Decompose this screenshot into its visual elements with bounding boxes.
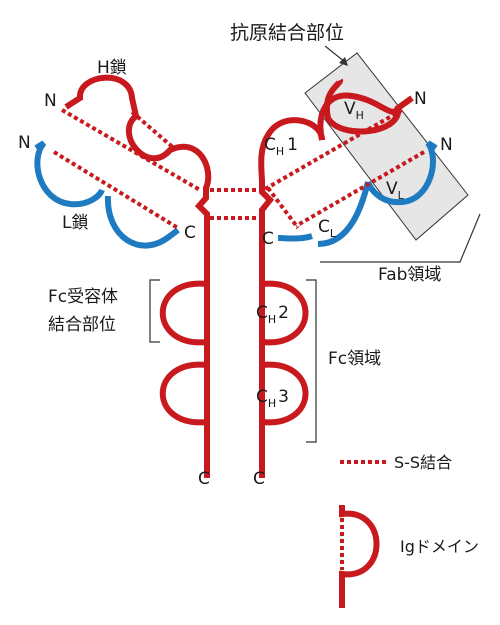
fab-region-bracket	[320, 213, 481, 263]
right-ch2-domain	[261, 280, 309, 346]
right-heavy-chain	[258, 78, 414, 478]
legend-ig-domain-label: Igドメイン	[400, 537, 479, 556]
right-light-chain	[277, 140, 438, 242]
heavy-chains	[64, 74, 414, 478]
vh-domain	[317, 92, 401, 141]
left-ch3-domain	[159, 361, 208, 426]
fc-receptor-label-line1: Fc受容体	[48, 287, 118, 307]
c-terminus-right-light: C	[262, 229, 274, 249]
ss-bond-left-inner	[130, 110, 178, 152]
c-terminus-right-heavy: C	[253, 469, 265, 489]
light-chains	[34, 140, 438, 249]
cl-label: CL	[318, 217, 337, 240]
light-chain-label: L鎖	[62, 213, 88, 233]
ss-bond-right-hl-upper	[258, 108, 404, 194]
left-light-chain	[34, 140, 180, 249]
ss-bond-right-inner	[266, 186, 300, 230]
fc-region-label: Fc領域	[328, 349, 381, 369]
ss-bonds	[52, 108, 426, 418]
n-terminus-left-heavy: N	[44, 91, 57, 111]
ss-bond-left-hl-upper	[60, 108, 202, 192]
c-terminus-left-light: C	[184, 223, 196, 243]
right-ch3-domain	[261, 361, 309, 426]
n-terminus-left-light: N	[18, 133, 31, 153]
cl-domain	[317, 181, 371, 247]
fc-receptor-bracket	[149, 279, 160, 343]
vh-label: VH	[344, 99, 364, 122]
fc-receptor-label-line2: 結合部位	[48, 315, 116, 335]
antigen-binding-arrow-line	[324, 45, 346, 63]
antigen-binding-box-shape	[304, 52, 469, 241]
ss-bond-right-hl-lower	[294, 150, 426, 228]
antigen-binding-site-label: 抗原結合部位	[230, 22, 344, 44]
legend: S-S結合 Igドメイン	[339, 453, 479, 608]
heavy-chain-label: H鎖	[97, 58, 127, 78]
n-terminus-right-heavy: N	[414, 89, 427, 109]
c-terminus-left-heavy: C	[198, 469, 210, 489]
antigen-binding-arrowhead	[339, 57, 348, 66]
left-heavy-chain	[64, 74, 212, 478]
fab-region-label: Fab領域	[378, 265, 441, 285]
legend-ig-domain-shape	[339, 505, 380, 608]
n-terminus-right-light: N	[440, 135, 453, 155]
legend-ig-domain-swatch	[339, 505, 380, 608]
fc-region-bracket	[306, 279, 317, 443]
left-ch2-domain	[159, 280, 208, 346]
antigen-binding-site-box	[304, 52, 469, 241]
brackets	[149, 45, 481, 443]
ss-bond-left-hl-lower	[52, 150, 180, 230]
legend-ss-bond-label: S-S結合	[394, 453, 452, 472]
vl-label: VL	[386, 179, 405, 202]
